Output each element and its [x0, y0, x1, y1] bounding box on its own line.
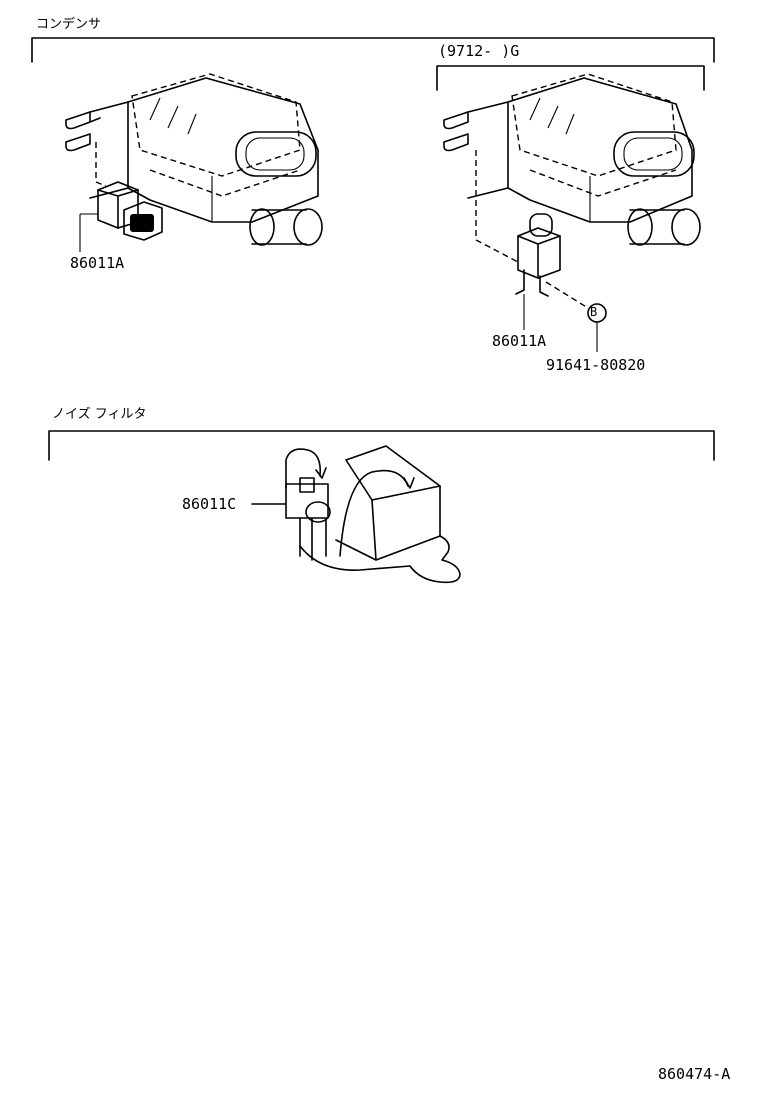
- variant-bracket: [436, 65, 705, 91]
- drawing-id: 860474-A: [658, 1065, 731, 1083]
- left-relay-assembly: [65, 73, 323, 252]
- capacitor-section-bracket: [31, 37, 715, 63]
- callout-noise-part[interactable]: 86011C: [182, 495, 237, 513]
- noise-filter-section-title: ノイズ フィルタ: [52, 407, 147, 422]
- callout-screw-ref: B: [590, 305, 598, 319]
- right-relay-assembly: [443, 73, 701, 352]
- noise-filter-assembly: [251, 445, 461, 584]
- callout-screw-part[interactable]: 91641-80820: [546, 356, 646, 374]
- variant-label: (9712- )G: [438, 42, 520, 60]
- callout-left-part[interactable]: 86011A: [70, 254, 125, 272]
- capacitor-section-title: コンデンサ: [36, 17, 102, 32]
- callout-right-part[interactable]: 86011A: [492, 332, 547, 350]
- noise-filter-section-bracket: [48, 430, 715, 461]
